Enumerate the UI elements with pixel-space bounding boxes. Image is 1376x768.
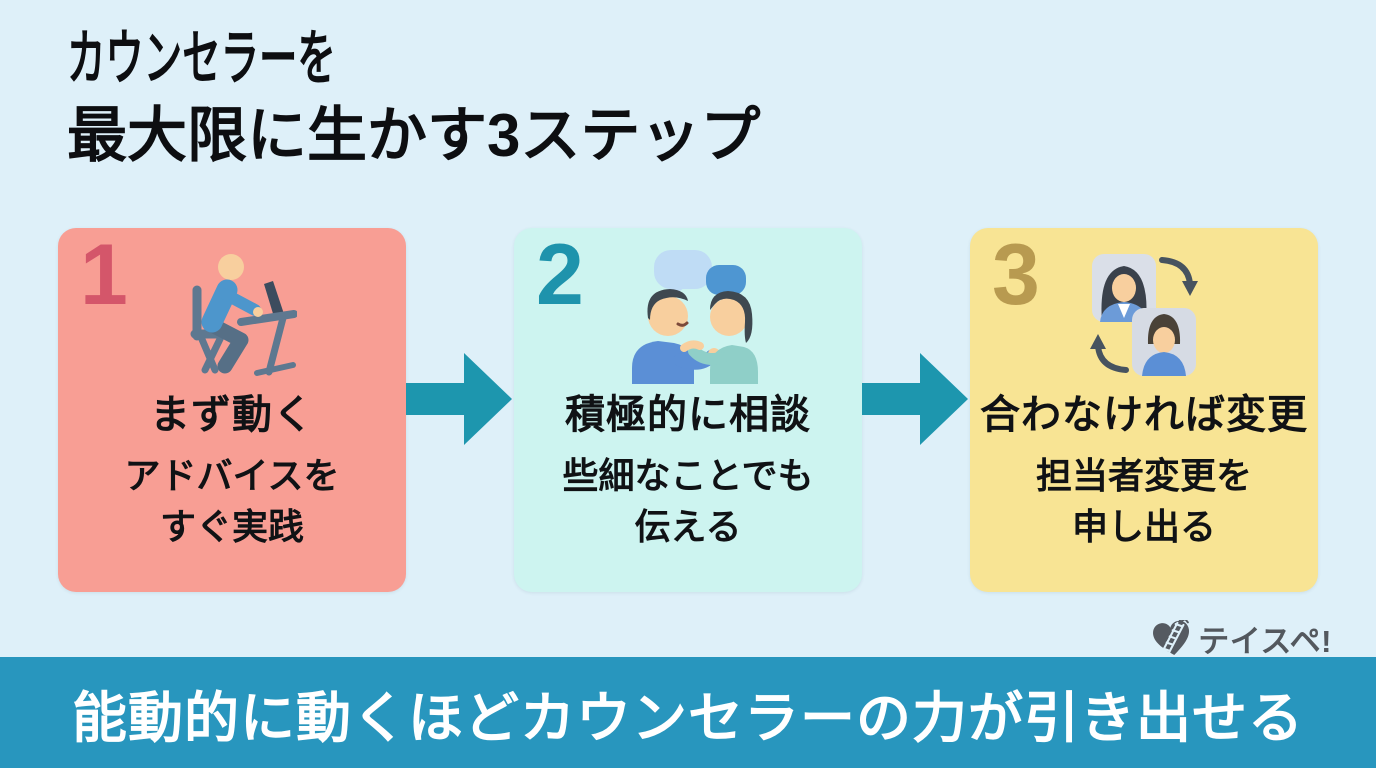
heart-ladder-icon: [1151, 619, 1193, 658]
step-card-3: 3 合わなければ変更 担当者変更を 申し出る: [970, 228, 1318, 592]
page-title: カウンセラーを 最大限に生かす3ステップ: [67, 20, 760, 174]
brand-logo: テイスペ!: [1151, 616, 1332, 661]
person-at-desk-icon: [167, 252, 298, 387]
arrow-right-icon-2: [862, 353, 968, 445]
step-body-2: 些細なことでも 伝える: [514, 450, 862, 552]
step-body-1-line2: すぐ実践: [159, 506, 304, 548]
swap-avatars-icon: [1084, 252, 1204, 383]
step-number-3: 3: [992, 227, 1040, 323]
arrow-right-icon-1: [406, 353, 512, 445]
step-title-1: まず動く: [150, 393, 314, 437]
step-body-2-line1: 些細なことでも: [562, 455, 814, 496]
conclusion-banner-text: 能動的に動くほどカウンセラーの力が引き出せる: [71, 686, 1304, 749]
step-body-1: アドバイスを すぐ実践: [58, 450, 406, 552]
step-number-1: 1: [80, 227, 128, 323]
conclusion-banner: 能動的に動くほどカウンセラーの力が引き出せる: [0, 657, 1376, 768]
page-title-line1: カウンセラーを: [67, 25, 336, 92]
step-body-3-line2: 申し出る: [1071, 506, 1216, 548]
step-body-3: 担当者変更を 申し出る: [970, 450, 1318, 552]
conversation-icon: [618, 244, 758, 389]
step-body-1-line1: アドバイスを: [124, 455, 340, 496]
page-title-line2: 最大限に生かす3ステップ: [67, 102, 761, 169]
step-number-2: 2: [536, 227, 584, 323]
brand-logo-text: テイスペ!: [1198, 624, 1332, 659]
step-card-1: 1 まず動く アドバイスを すぐ実践: [58, 228, 406, 592]
step-title-3: 合わなければ変更: [980, 393, 1308, 437]
step-body-2-line2: 伝える: [634, 506, 742, 548]
step-title-2: 積極的に相談: [565, 393, 811, 437]
step-card-2: 2 積極的に相談 些細なことでも 伝える: [514, 228, 862, 592]
step-body-3-line1: 担当者変更を: [1035, 455, 1252, 496]
